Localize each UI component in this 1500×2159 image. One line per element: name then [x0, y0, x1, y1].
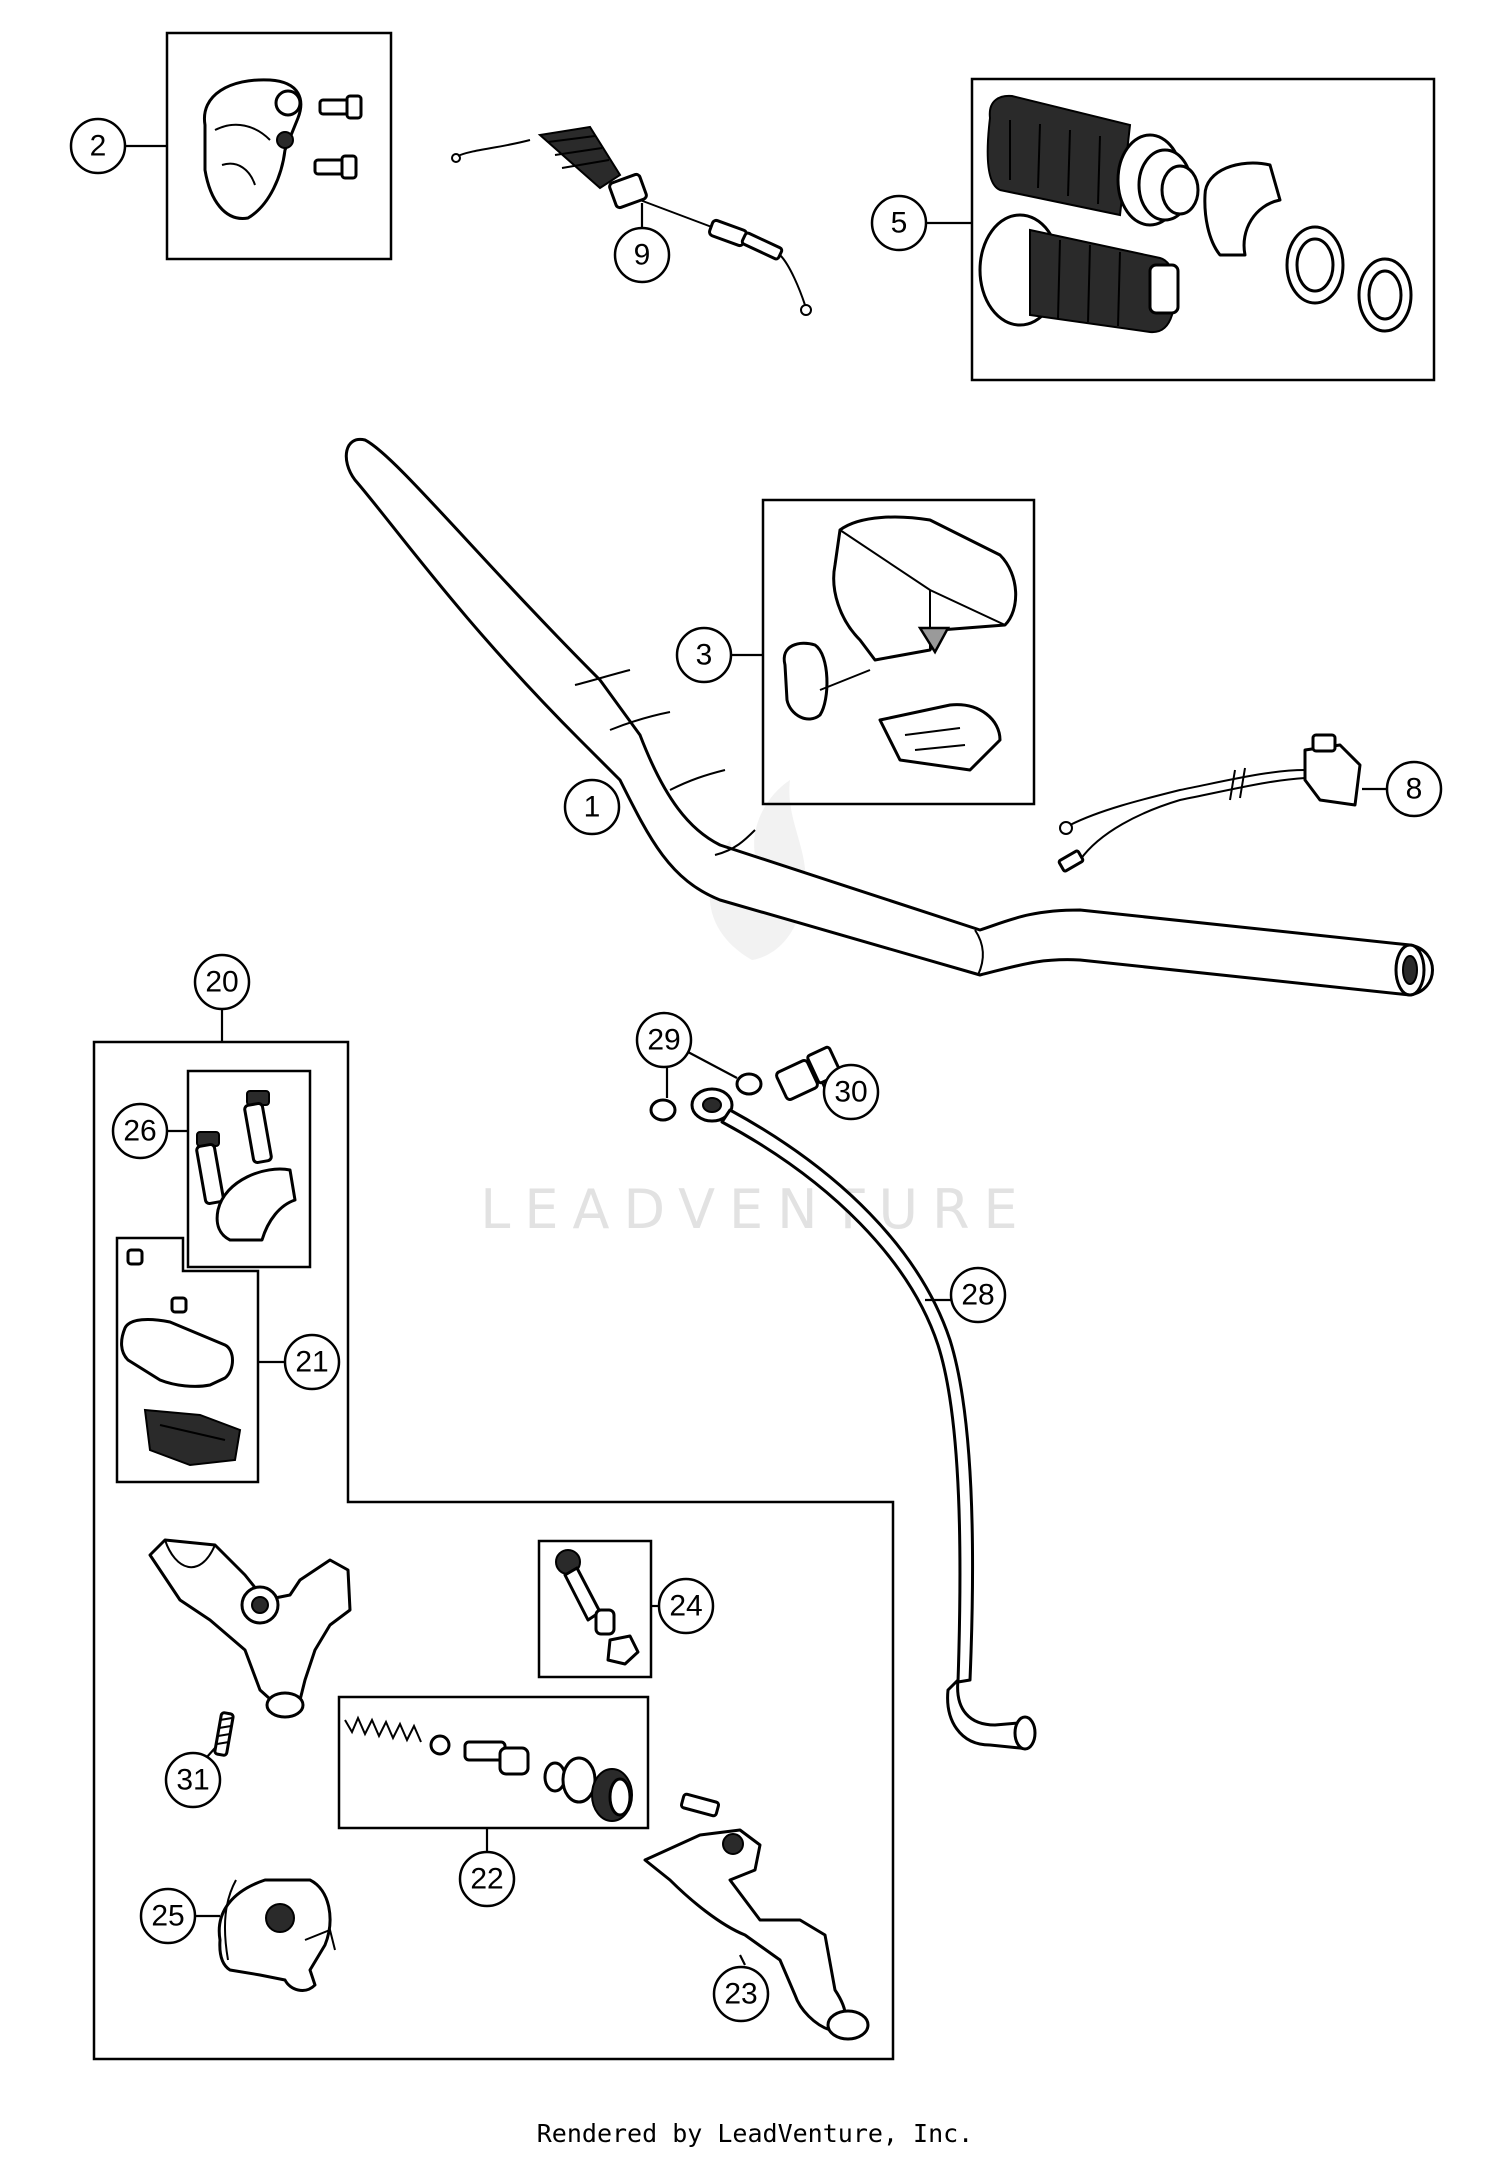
- clamp-part: [195, 1090, 297, 1242]
- part-box-21: [115, 1236, 260, 1484]
- leader-23: [739, 1954, 746, 1966]
- svg-text:21: 21: [295, 1346, 328, 1379]
- callout-3: 3: [675, 626, 733, 684]
- bar-pad-part: [782, 515, 1018, 772]
- callout-21: 21: [283, 1333, 341, 1391]
- callout-1: 1: [563, 778, 621, 836]
- svg-text:28: 28: [961, 1279, 994, 1312]
- brake-hose-part: [690, 1087, 1037, 1751]
- switch-housing-part: [202, 78, 363, 220]
- callout-29: 29: [635, 1011, 693, 1069]
- callout-9: 9: [613, 226, 671, 284]
- svg-text:26: 26: [123, 1115, 156, 1148]
- callout-28: 28: [949, 1266, 1007, 1324]
- svg-text:23: 23: [724, 1978, 757, 2011]
- callout-8: 8: [1385, 760, 1443, 818]
- reservoir-cap-part: [120, 1248, 242, 1467]
- callout-23: 23: [712, 1965, 770, 2023]
- svg-text:22: 22: [470, 1863, 503, 1896]
- callout-24: 24: [657, 1577, 715, 1635]
- svg-text:20: 20: [205, 966, 238, 999]
- leader-31: [206, 1747, 216, 1758]
- piston-kit-part: [344, 1715, 633, 1822]
- bleed-screw-part: [213, 1711, 235, 1757]
- svg-text:3: 3: [696, 639, 713, 672]
- leader-29b: [687, 1051, 738, 1079]
- callout-2: 2: [69, 117, 127, 175]
- svg-text:31: 31: [176, 1764, 209, 1797]
- master-cylinder-body-part: [148, 1538, 352, 1719]
- svg-text:25: 25: [151, 1900, 184, 1933]
- svg-text:30: 30: [834, 1076, 867, 1109]
- part-box-20: [92, 1040, 895, 2061]
- svg-text:24: 24: [669, 1590, 702, 1623]
- handlebar-part: [344, 437, 1434, 997]
- svg-text:5: 5: [891, 207, 908, 240]
- svg-text:1: 1: [584, 791, 601, 824]
- callout-5: 5: [870, 194, 928, 252]
- part-box-24: [537, 1539, 653, 1679]
- part-box-22: [337, 1695, 650, 1830]
- throttle-cable-part: [451, 125, 812, 316]
- part-box-26: [186, 1069, 312, 1269]
- lever-guard-part: [217, 1878, 336, 1992]
- footer-credit: Rendered by LeadVenture, Inc.: [537, 2119, 974, 2148]
- svg-text:2: 2: [90, 130, 107, 163]
- callout-30: 30: [822, 1063, 880, 1121]
- svg-text:9: 9: [634, 239, 651, 272]
- part-box-5: [970, 77, 1436, 382]
- svg-text:29: 29: [647, 1024, 680, 1057]
- adjuster-bolt-part: [555, 1549, 640, 1666]
- kill-switch-part: [1057, 733, 1362, 873]
- svg-text:8: 8: [1406, 773, 1423, 806]
- brake-lever-part: [643, 1792, 870, 2041]
- grips-part: [978, 94, 1413, 334]
- watermark-text: LEADVENTURE: [480, 1178, 1031, 1241]
- callout-25: 25: [139, 1887, 197, 1945]
- part-box-3: [761, 498, 1036, 806]
- callout-22: 22: [458, 1850, 516, 1908]
- callout-31: 31: [164, 1751, 222, 1809]
- callout-20: 20: [193, 953, 251, 1011]
- callout-26: 26: [111, 1102, 169, 1160]
